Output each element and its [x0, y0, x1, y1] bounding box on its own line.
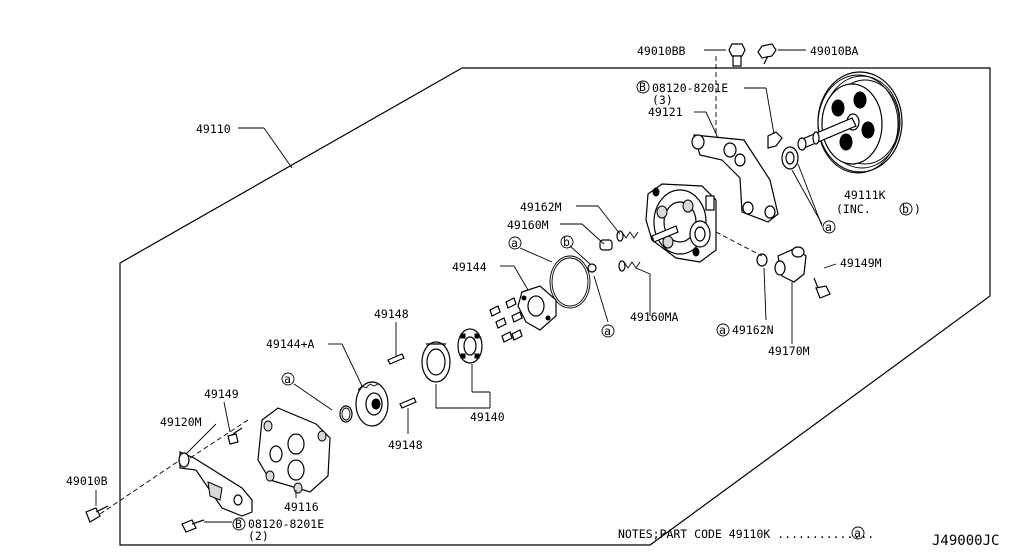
- spring-49162M: [616, 230, 639, 242]
- label-08120-bottom-qty: (2): [248, 529, 269, 543]
- marker-text: a: [604, 324, 611, 338]
- label-08120-bottom: 08120-8201E: [248, 517, 324, 531]
- leader-lines: [95, 49, 837, 523]
- bolt-08120-top: [767, 131, 783, 149]
- label-49120M: 49120M: [160, 415, 202, 429]
- label-49149M: 49149M: [840, 256, 882, 270]
- pin-bottom: [399, 397, 417, 409]
- label-49010B: 49010B: [66, 474, 108, 488]
- bolt-49010BA: [757, 43, 777, 65]
- pump-housing: [645, 183, 717, 263]
- label-49010BA: 49010BA: [810, 44, 859, 58]
- label-49111K: 49111K: [844, 188, 886, 202]
- label-49121: 49121: [648, 105, 683, 119]
- label-49148-top: 49148: [374, 307, 409, 321]
- pulley: [797, 71, 903, 174]
- marker-text: a: [284, 372, 291, 386]
- pressure-plate: [355, 381, 389, 427]
- part-labels: 49010BB 49010BA 08120-8201E (3) 49121 49…: [66, 44, 999, 549]
- marker-text: a: [854, 526, 861, 540]
- label-49010BB: 49010BB: [637, 44, 686, 58]
- bolt-08120-bottom: [181, 519, 205, 533]
- connector-49170M: [774, 246, 807, 283]
- spring-49160MA: [618, 260, 641, 272]
- label-49144: 49144: [452, 260, 487, 274]
- o-ring-small: [339, 405, 353, 423]
- lower-bracket: [178, 451, 253, 517]
- label-49160M: 49160M: [507, 218, 549, 232]
- notes-text: NOTES;PART CODE 49110K ..............: [618, 527, 874, 541]
- o-ring-49162N: [756, 253, 768, 267]
- marker-B-bottom: B: [232, 517, 246, 531]
- label-49111K-inc: (INC.: [836, 202, 871, 216]
- label-08120-top-qty: (3): [652, 93, 673, 107]
- marker-a-3: a: [281, 372, 295, 386]
- label-49149: 49149: [204, 387, 239, 401]
- assembly-frame: [119, 67, 991, 546]
- label-49162N: 49162N: [732, 323, 774, 337]
- label-49144A: 49144+A: [266, 337, 315, 351]
- pin-top: [387, 353, 405, 365]
- marker-a-pulley: a: [822, 220, 836, 234]
- bolt-49010BB: [728, 43, 746, 67]
- marker-text: B: [639, 80, 646, 94]
- diagram-code: J49000JC: [932, 533, 999, 549]
- marker-a-49162N: a: [716, 323, 730, 337]
- label-49110: 49110: [196, 122, 231, 136]
- cam-ring: [421, 341, 451, 383]
- marker-b-1: b: [560, 235, 574, 249]
- marker-text: b: [563, 235, 570, 249]
- marker-text: a: [719, 323, 726, 337]
- vanes: [489, 297, 523, 343]
- side-plate-49144: [517, 285, 557, 331]
- marker-text: B: [235, 517, 242, 531]
- label-08120-top: 08120-8201E: [652, 81, 728, 95]
- marker-text: a: [511, 236, 518, 250]
- o-ring-large: [549, 255, 591, 309]
- marker-text: a: [825, 220, 832, 234]
- shaft-seal: [781, 146, 799, 170]
- marker-text: b: [902, 202, 909, 216]
- label-49162M: 49162M: [520, 200, 562, 214]
- marker-a-1: a: [508, 236, 522, 250]
- small-ball: [587, 263, 597, 273]
- label-49140: 49140: [470, 410, 505, 424]
- label-49116: 49116: [284, 500, 319, 514]
- upper-bracket: [691, 134, 779, 223]
- bolt-49010B: [85, 505, 109, 523]
- bolt-49149M: [813, 277, 831, 299]
- marker-a-2: a: [601, 324, 615, 338]
- rear-cover: [257, 407, 331, 494]
- marker-a-notes: a: [851, 526, 865, 540]
- label-49111K-close: ): [914, 202, 921, 216]
- rotor: [457, 328, 483, 364]
- label-49160MA: 49160MA: [630, 310, 679, 324]
- bolt-49149: [227, 427, 243, 445]
- marker-B-top: B: [636, 80, 650, 94]
- label-49170M: 49170M: [768, 344, 810, 358]
- marker-b-pulley: b: [899, 202, 913, 216]
- label-49148-bottom: 49148: [388, 438, 423, 452]
